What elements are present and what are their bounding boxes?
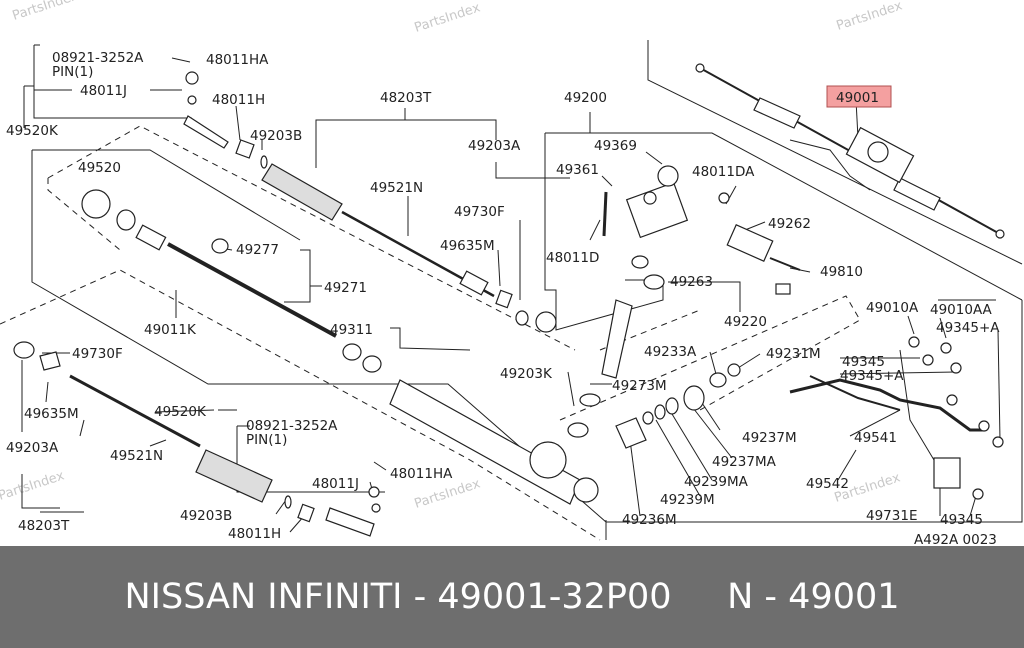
part-label-49731e[interactable]: 49731E (866, 508, 917, 524)
part-label-49263[interactable]: 49263 (670, 274, 713, 290)
part-label-08921-3252a[interactable]: 08921-3252A (52, 50, 144, 66)
part-label-48011da[interactable]: 48011DA (692, 164, 755, 180)
part-label-48011h[interactable]: 48011H (228, 526, 281, 542)
highlight-box (826, 85, 892, 108)
part-label-49010a[interactable]: 49010A (866, 300, 919, 316)
part-label-49011k[interactable]: 49011K (144, 322, 197, 338)
watermark-text: PartsIndex (0, 468, 66, 503)
frame-lines (0, 40, 1023, 541)
part-label-49203k[interactable]: 49203K (500, 366, 553, 382)
part-label-pin: PIN(1) (246, 432, 287, 448)
part-label-49345-a[interactable]: 49345+A (840, 368, 904, 384)
part-label-49730f[interactable]: 49730F (72, 346, 123, 362)
part-label-49203a[interactable]: 49203A (6, 440, 59, 456)
highlight-part-number[interactable]: 49001 (836, 90, 879, 106)
part-label-49237ma[interactable]: 49237MA (712, 454, 777, 470)
part-label-49311[interactable]: 49311 (330, 322, 373, 338)
part-label-49200[interactable]: 49200 (564, 90, 607, 106)
part-label-48011j[interactable]: 48011J (312, 476, 359, 492)
part-label-49635m[interactable]: 49635M (440, 238, 495, 254)
part-label-49203a[interactable]: 49203A (468, 138, 521, 154)
part-label-49521n[interactable]: 49521N (110, 448, 163, 464)
watermark-text: PartsIndex (11, 0, 81, 24)
part-label-49635m[interactable]: 49635M (24, 406, 79, 422)
part-labels: 08921-3252A PIN(1) 48011HA 48011J 49520K… (6, 50, 1000, 546)
part-label-49203b[interactable]: 49203B (250, 128, 302, 144)
part-label-49271[interactable]: 49271 (324, 280, 367, 296)
part-label-49521n[interactable]: 49521N (370, 180, 423, 196)
part-label-49520k[interactable]: 49520K (6, 123, 59, 139)
part-label-48203t[interactable]: 48203T (380, 90, 432, 106)
part-label-48203t[interactable]: 48203T (18, 518, 70, 534)
part-label-49233a[interactable]: 49233A (644, 344, 697, 360)
rack-assembly-illustration (695, 63, 1005, 239)
part-label-48011h[interactable]: 48011H (212, 92, 265, 108)
part-label-49236m[interactable]: 49236M (622, 512, 677, 528)
banner-text: NISSAN INFINITI - 49001-32P00 N - 49001 (124, 577, 900, 617)
part-label-49231m[interactable]: 49231M (766, 346, 821, 362)
part-label-49262[interactable]: 49262 (768, 216, 811, 232)
watermark-text: PartsIndex (413, 0, 483, 35)
part-label-49345[interactable]: 49345 (842, 354, 885, 370)
watermark-text: PartsIndex (835, 0, 905, 34)
part-label-49203b[interactable]: 49203B (180, 508, 232, 524)
part-label-49730f[interactable]: 49730F (454, 204, 505, 220)
part-label-49520[interactable]: 49520 (78, 160, 121, 176)
part-label-49273m[interactable]: 49273M (612, 378, 667, 394)
part-label-49520k[interactable]: 49520K (154, 404, 207, 420)
part-label-49277[interactable]: 49277 (236, 242, 279, 258)
part-label-49542[interactable]: 49542 (806, 476, 849, 492)
part-label-49239m[interactable]: 49239M (660, 492, 715, 508)
part-label-49239ma[interactable]: 49239MA (684, 474, 749, 490)
part-label-48011ha[interactable]: 48011HA (206, 52, 269, 68)
bracket-lines (21, 44, 385, 513)
part-label-08921-3252a[interactable]: 08921-3252A (246, 418, 338, 434)
part-label-49810[interactable]: 49810 (820, 264, 863, 280)
part-label-49369[interactable]: 49369 (594, 138, 637, 154)
part-label-48011j[interactable]: 48011J (80, 83, 127, 99)
part-label-49345[interactable]: 49345 (940, 512, 983, 528)
part-illustrations (13, 63, 1005, 537)
part-label-48011ha[interactable]: 48011HA (390, 466, 453, 482)
part-label-49541[interactable]: 49541 (854, 430, 897, 446)
part-label-49010aa[interactable]: 49010AA (930, 302, 993, 318)
parts-diagram: PartsIndex PartsIndex PartsIndex PartsIn… (0, 0, 1023, 546)
part-label-49220[interactable]: 49220 (724, 314, 767, 330)
part-number-banner: NISSAN INFINITI - 49001-32P00 N - 49001 (0, 546, 1024, 648)
part-label-49237m[interactable]: 49237M (742, 430, 797, 446)
part-label-49345-a[interactable]: 49345+A (936, 320, 1000, 336)
part-label-48011d[interactable]: 48011D (546, 250, 599, 266)
part-label-pin: PIN(1) (52, 64, 93, 80)
diagram-reference-code: A492A 0023 (914, 532, 997, 546)
part-label-49361[interactable]: 49361 (556, 162, 599, 178)
